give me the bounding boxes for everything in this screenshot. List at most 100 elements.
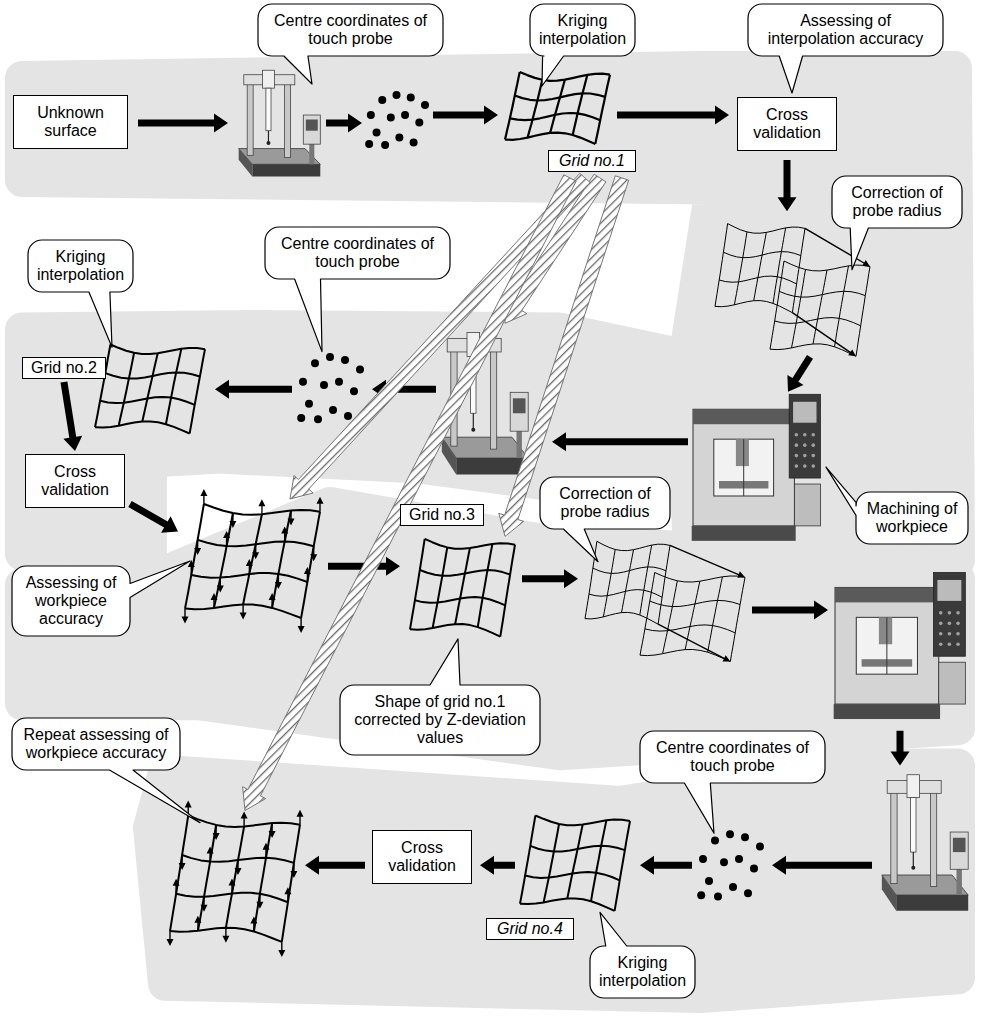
normal-arrow	[269, 823, 276, 838]
probe-point	[367, 111, 375, 119]
grid-line	[835, 266, 849, 347]
grid-line	[792, 228, 805, 312]
bubble-path	[530, 4, 635, 86]
bubble-path	[12, 561, 190, 636]
grid-line	[708, 577, 723, 652]
node-text: Cross validation	[30, 463, 120, 499]
bubble-path	[340, 639, 540, 755]
normal-arrow	[658, 624, 731, 662]
grid-line	[500, 545, 515, 637]
machine-button	[803, 443, 807, 447]
probe-point	[320, 381, 328, 389]
bubble-path	[265, 227, 450, 352]
probe-point	[356, 365, 364, 373]
normal-arrow	[297, 810, 304, 825]
probe-point	[407, 94, 415, 102]
cmm-base-front	[896, 895, 968, 911]
machine-button	[939, 622, 943, 626]
process-box: Unknown surface	[13, 95, 128, 149]
normal-arrow	[298, 618, 305, 633]
normal-arrow	[240, 605, 247, 620]
machine-button	[795, 443, 799, 447]
background-band	[150, 766, 958, 997]
normal-arrow	[252, 544, 259, 559]
probe-point	[326, 353, 334, 361]
grid-line	[728, 224, 805, 234]
cmm-post	[930, 789, 936, 886]
node-text: Shape of grid no.1 corrected by Z-deviat…	[350, 693, 530, 747]
node-text: Cross validation	[377, 839, 467, 875]
grid-line	[645, 625, 735, 633]
flow-arrow	[61, 381, 83, 451]
grid-line	[520, 72, 610, 81]
process-box: Grid no.2	[22, 357, 106, 379]
normal-arrow	[241, 812, 248, 827]
process-box: Grid no.4	[486, 918, 574, 940]
machine-door-line	[886, 617, 887, 674]
probe-point	[750, 864, 758, 872]
machine-panel	[933, 572, 965, 656]
probe-point	[297, 414, 305, 422]
normal-arrow	[281, 527, 288, 542]
machine-button	[939, 642, 943, 646]
flow-arrow	[640, 856, 692, 875]
machine-button	[811, 454, 815, 458]
grid-line	[119, 353, 134, 426]
normal-arrow	[304, 567, 311, 582]
grid-line	[272, 511, 291, 608]
machine-button	[939, 632, 943, 636]
grid-line	[723, 252, 800, 258]
grid-line	[254, 823, 272, 931]
grid-line	[640, 650, 730, 662]
grid-line	[214, 513, 233, 608]
machine-button	[956, 611, 960, 615]
process-box: Cross validation	[372, 830, 472, 884]
grid-line	[410, 624, 500, 637]
grid-line	[520, 898, 615, 910]
grid-line	[615, 821, 630, 911]
machine-spindle	[879, 617, 892, 644]
grid-line	[455, 548, 470, 624]
grid-line	[856, 267, 870, 357]
normal-arrow	[194, 916, 201, 931]
machine-window	[714, 439, 774, 496]
grid-line	[530, 846, 625, 852]
grid-line	[525, 872, 620, 880]
cmm-probe	[913, 852, 914, 866]
cmm-controller	[510, 392, 528, 431]
machine-base	[834, 704, 940, 719]
probe-point	[299, 378, 307, 386]
grid-line	[198, 825, 216, 931]
probe-point	[735, 855, 743, 863]
probe-point	[387, 114, 395, 122]
node-text: Kriging interpolation	[32, 248, 129, 284]
flow-arrow	[433, 106, 498, 125]
node-text: Assessing of interpolation accuracy	[758, 12, 933, 48]
flow-arrow	[787, 355, 813, 392]
cmm-base-front	[252, 164, 320, 176]
probe-point	[381, 141, 389, 149]
grid-line	[544, 824, 559, 902]
normal-arrow	[217, 578, 224, 593]
probe-point	[335, 378, 343, 386]
grid-line	[170, 928, 282, 942]
normal-arrow	[250, 917, 257, 932]
normal-arrow	[278, 942, 285, 957]
callout-bubble: Assessing of workpiece accuracy	[12, 566, 130, 636]
callout-bubble: Kriging interpolation	[28, 240, 133, 292]
cmm-base-front	[456, 458, 528, 475]
bubble-path	[540, 477, 670, 562]
cmm-probe-tip	[471, 428, 475, 432]
machine-side-unit	[939, 662, 966, 704]
normal-arrow	[235, 860, 242, 875]
callout-bubble: Kriging interpolation	[530, 4, 635, 56]
probe-point	[697, 891, 705, 899]
flow-arrow	[778, 160, 797, 211]
probe-point	[395, 134, 403, 142]
flow-arrow	[617, 106, 729, 125]
probe-point	[421, 101, 429, 109]
normal-arrow	[263, 843, 270, 858]
node-text: Grid no.1	[559, 152, 625, 170]
probe-point	[714, 892, 722, 900]
normal-arrow	[290, 863, 297, 878]
